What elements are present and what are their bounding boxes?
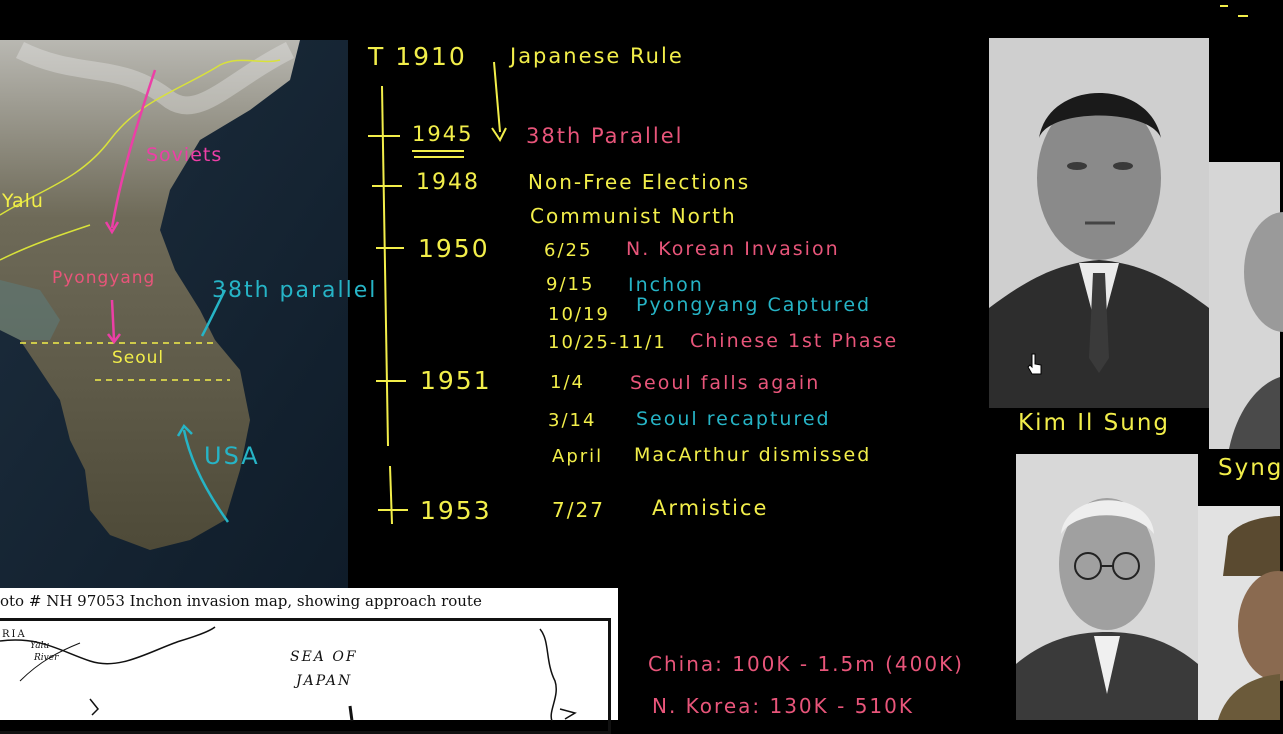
event-seoul-recaptured: Seoul recaptured [636,408,831,430]
event-date-6-25: 6/25 [544,240,593,261]
event-date-april: April [552,446,604,467]
event-communist-north: Communist North [530,204,737,228]
document-caption: oto # NH 97053 Inchon invasion map, show… [0,592,482,610]
event-date-10-19: 10/19 [548,304,610,325]
document-map-frame: RIA Yalu River SEA OF JAPAN [0,618,611,734]
event-macarthur-dismissed: MacArthur dismissed [634,444,872,466]
event-pyongyang-captured: Pyongyang Captured [636,294,872,316]
event-date-3-14: 3/14 [548,410,597,431]
year-1945: 1945 [412,122,474,146]
timeline-top-label: Japanese Rule [510,44,684,68]
event-inchon: Inchon [628,274,704,296]
mouse-cursor-icon [1026,352,1044,378]
kim-caption-underline [1018,446,1168,460]
document-yalu-label: Yalu [30,641,50,651]
event-n-korean-invasion: N. Korean Invasion [626,238,840,260]
year-1951: 1951 [420,366,492,395]
korea-satellite-map: Soviets Yalu Pyongyang 38th parallel Seo… [0,40,375,588]
corner-marks [1218,2,1252,20]
document-sea-label-line1: SEA OF [290,649,358,665]
syngman-rhee-photo [1209,162,1283,449]
timeline-top-year: T 1910 [368,42,467,71]
casualties-north-korea: N. Korea: 130K - 510K [652,694,914,718]
document-sea-label-line2: JAPAN [296,673,353,689]
year-1950: 1950 [418,234,490,263]
kim-il-sung-caption: Kim Il Sung [1018,410,1171,436]
event-armistice: Armistice [652,496,769,520]
year-1953: 1953 [420,496,492,525]
map-label-seoul: Seoul [112,348,165,368]
timeline-axis [360,56,520,526]
map-label-yalu: Yalu [2,190,44,212]
event-date-1-4: 1/4 [550,372,585,393]
harry-truman-photo [1016,454,1198,720]
inchon-invasion-map-document: oto # NH 97053 Inchon invasion map, show… [0,588,618,734]
syngman-rhee-caption: Syng [1218,455,1283,481]
event-chinese-1st-phase: Chinese 1st Phase [690,330,899,352]
event-non-free-elections: Non-Free Elections [528,170,751,194]
document-ria-label: RIA [2,629,27,640]
document-river-label: River [34,653,59,663]
map-label-soviets: Soviets [146,144,223,166]
macarthur-photo [1198,506,1283,720]
event-date-7-27: 7/27 [552,498,605,522]
year-1948: 1948 [416,170,480,195]
event-date-10-25-11-1: 10/25-11/1 [548,332,667,353]
kim-il-sung-photo [989,38,1209,408]
casualties-china: China: 100K - 1.5m (400K) [648,652,964,676]
event-38th-parallel: 38th Parallel [526,124,684,148]
map-label-pyongyang: Pyongyang [52,268,156,288]
map-label-38th-parallel: 38th parallel [212,278,378,303]
event-seoul-falls-again: Seoul falls again [630,372,821,394]
map-label-usa: USA [204,442,260,470]
event-date-9-15: 9/15 [546,274,595,295]
